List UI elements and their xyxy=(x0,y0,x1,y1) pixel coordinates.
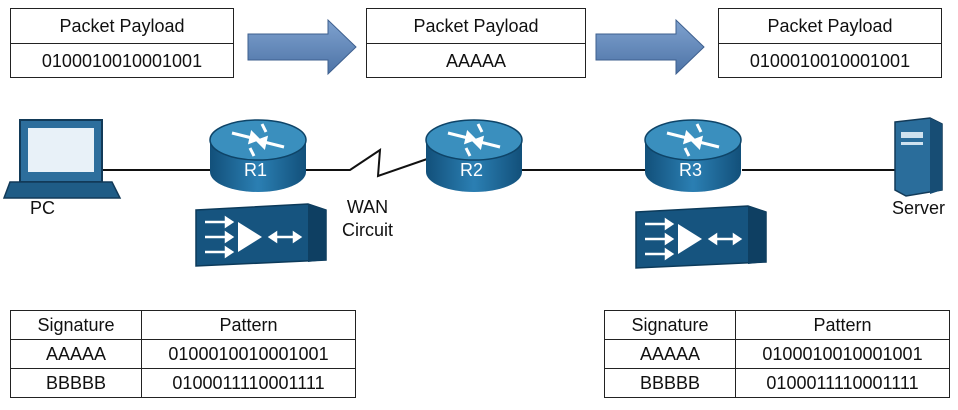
payload-box-1: Packet Payload 0100010010001001 xyxy=(10,8,234,78)
server-label: Server xyxy=(892,198,946,218)
signature-cell: BBBBB xyxy=(10,368,142,398)
signature-table-left: Signature Pattern AAAAA 0100010010001001… xyxy=(10,310,356,398)
table-row: BBBBB 0100011110001111 xyxy=(10,368,356,398)
r2-label: R2 xyxy=(460,160,484,180)
router-r1-icon xyxy=(209,119,307,192)
payload-box-3: Packet Payload 0100010010001001 xyxy=(718,8,942,78)
pattern-header: Pattern xyxy=(735,310,950,340)
pattern-cell: 0100011110001111 xyxy=(141,368,356,398)
signature-cell: BBBBB xyxy=(604,368,736,398)
signature-table-right: Signature Pattern AAAAA 0100010010001001… xyxy=(604,310,950,398)
table-row: BBBBB 0100011110001111 xyxy=(604,368,950,398)
router-r3-icon xyxy=(644,119,742,192)
payload-header: Packet Payload xyxy=(367,9,585,44)
r1-label: R1 xyxy=(244,160,268,180)
pc-icon xyxy=(2,119,122,199)
payload-header: Packet Payload xyxy=(719,9,941,44)
pattern-cell: 0100010010001001 xyxy=(141,339,356,369)
ips-appliance-right-icon xyxy=(635,205,767,269)
arrow-1-icon xyxy=(247,18,357,76)
wan-label-line2: Circuit xyxy=(342,220,394,240)
pattern-cell: 0100010010001001 xyxy=(735,339,950,369)
pattern-cell: 0100011110001111 xyxy=(735,368,950,398)
signature-header: Signature xyxy=(10,310,142,340)
wan-label-line1: WAN xyxy=(346,197,389,217)
wan-label: WAN Circuit xyxy=(342,196,393,242)
table-header-row: Signature Pattern xyxy=(604,310,950,340)
payload-header: Packet Payload xyxy=(11,9,233,44)
table-row: AAAAA 0100010010001001 xyxy=(604,339,950,369)
table-header-row: Signature Pattern xyxy=(10,310,356,340)
payload-value: 0100010010001001 xyxy=(41,50,203,71)
table-row: AAAAA 0100010010001001 xyxy=(10,339,356,369)
router-r2-icon xyxy=(425,119,523,192)
ips-appliance-left-icon xyxy=(195,203,327,267)
signature-header: Signature xyxy=(604,310,736,340)
r3-label: R3 xyxy=(679,160,703,180)
payload-value: 0100010010001001 xyxy=(749,50,911,71)
links xyxy=(100,148,900,178)
signature-cell: AAAAA xyxy=(10,339,142,369)
signature-cell: AAAAA xyxy=(604,339,736,369)
payload-box-2: Packet Payload AAAAA xyxy=(366,8,586,78)
server-icon xyxy=(894,117,943,197)
arrow-2-icon xyxy=(595,18,705,76)
payload-value: AAAAA xyxy=(445,50,507,71)
pattern-header: Pattern xyxy=(141,310,356,340)
pc-label: PC xyxy=(30,198,56,218)
